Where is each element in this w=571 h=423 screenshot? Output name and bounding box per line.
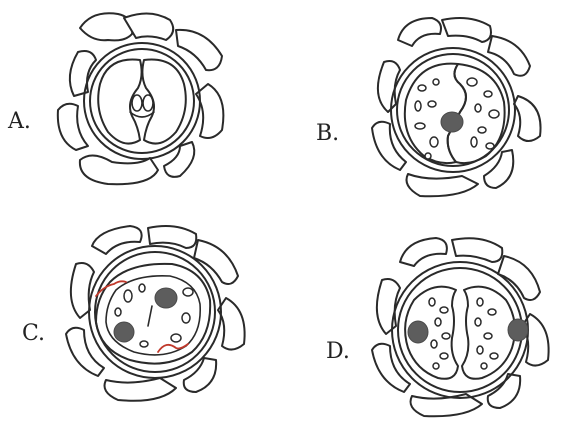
epidermal-cell: [452, 238, 502, 262]
epidermal-cell: [71, 263, 94, 318]
epidermal-cell: [148, 226, 196, 248]
epidermal-cell: [184, 358, 216, 392]
panel-a: [58, 13, 224, 184]
epidermal-cell: [176, 30, 222, 70]
panel-d: [372, 238, 549, 416]
panel-d-label: D.: [326, 339, 350, 364]
panel-a-label: A.: [7, 109, 31, 134]
panel-c-label: C.: [22, 321, 45, 346]
epidermal-cell: [522, 314, 549, 366]
epidermal-cell: [66, 328, 104, 376]
epidermal-cell: [442, 18, 491, 42]
nucleus: [114, 322, 134, 342]
epidermal-cell: [514, 96, 541, 141]
epidermal-cell: [164, 142, 194, 177]
nucleus: [155, 288, 177, 308]
epidermal-cell: [105, 378, 177, 401]
epidermal-cell: [400, 238, 447, 266]
panel-c: [66, 226, 245, 401]
nucleus: [441, 112, 463, 132]
nucleus: [408, 321, 428, 343]
nucleus: [508, 319, 528, 341]
panel-b: [372, 18, 541, 196]
epidermal-cell: [218, 298, 245, 350]
epidermal-cell: [488, 374, 520, 408]
epidermal-cell: [194, 240, 238, 284]
epidermal-cell: [484, 150, 513, 188]
epidermal-cell: [398, 18, 441, 46]
epidermal-cell: [58, 104, 88, 150]
panel-b-label: B.: [316, 121, 339, 146]
epidermal-cell: [407, 174, 479, 196]
epidermal-cell: [488, 36, 530, 76]
